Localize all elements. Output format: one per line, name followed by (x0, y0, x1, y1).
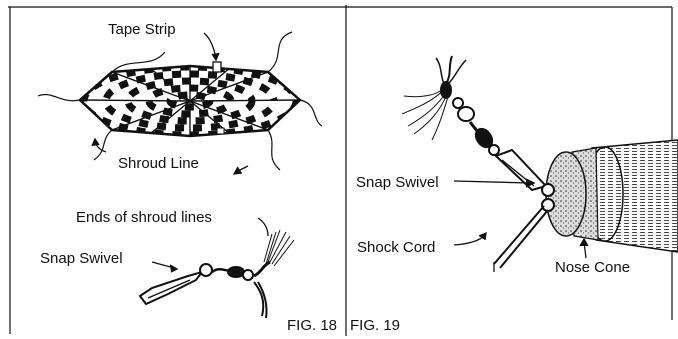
shock-cord (494, 206, 548, 272)
label-snap-swivel-fig18: Snap Swivel (40, 251, 123, 266)
label-tape-strip: Tape Strip (108, 22, 176, 37)
tape-strip-lower (217, 128, 224, 134)
label-shroud-line: Shroud Line (118, 156, 199, 171)
parachute-canopy (70, 60, 310, 140)
caption-fig18: FIG. 18 (287, 318, 337, 333)
label-snap-swivel-fig19: Snap Swivel (356, 175, 439, 190)
snap-swivel-fig19 (453, 98, 554, 211)
label-shock-cord: Shock Cord (357, 240, 435, 255)
tape-strip (213, 62, 221, 72)
label-nose-cone: Nose Cone (555, 260, 630, 275)
knot-fig19 (440, 81, 452, 99)
nose-cone (546, 140, 678, 252)
label-ends-of-shroud-lines: Ends of shroud lines (76, 210, 212, 225)
snap-swivel-fig18 (140, 262, 270, 318)
caption-fig19: FIG. 19 (350, 318, 400, 333)
